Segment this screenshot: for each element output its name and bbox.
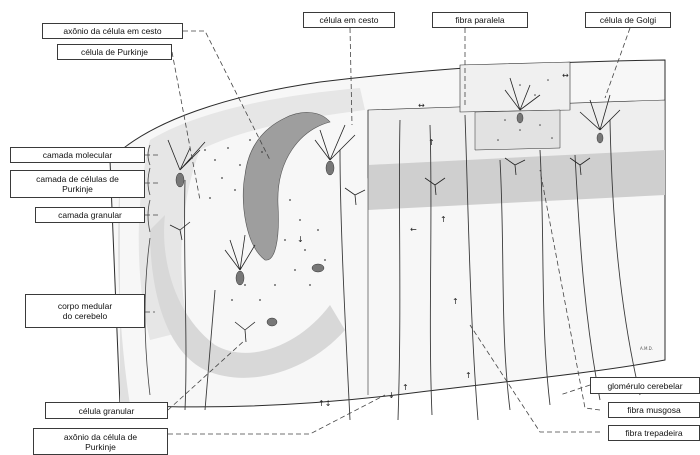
label-basket-axon: axônio da célula em cesto [42,23,183,39]
cerebellar-block [110,60,665,407]
svg-text:↑: ↑ [428,138,435,147]
top-cube [460,62,570,112]
svg-text:↓: ↓ [297,235,304,244]
label-molecular-layer: camada molecular [10,147,145,163]
label-glomerulus: glomérulo cerebelar [590,377,700,394]
label-golgi-cell: célula de Golgi [585,12,671,28]
svg-text:←: ← [410,225,417,234]
signature: A.M.D. [640,346,653,351]
label-mossy-fiber: fibra musgosa [608,402,700,418]
svg-text:↓: ↓ [388,391,395,400]
svg-text:↔: ↔ [562,71,569,80]
svg-text:↑: ↑ [465,371,472,380]
svg-text:↑↓: ↑↓ [318,399,331,408]
label-purkinje-axon: axônio da célula de Purkinje [33,428,168,455]
svg-text:↔: ↔ [418,101,425,110]
label-granular-layer: camada granular [35,207,145,223]
label-basket-cell: célula em cesto [303,12,395,28]
label-purkinje-cell: célula de Purkinje [57,44,172,60]
svg-text:↑: ↑ [452,297,459,306]
label-purkinje-layer: camada de células de Purkinje [10,170,145,198]
label-climbing-fiber: fibra trepadeira [608,425,700,441]
label-granule-cell: célula granular [45,402,168,419]
label-parallel-fiber: fibra paralela [432,12,528,28]
label-medullary-body: corpo medular do cerebelo [25,294,145,328]
svg-text:↑: ↑ [440,215,447,224]
svg-text:↑: ↑ [402,383,409,392]
